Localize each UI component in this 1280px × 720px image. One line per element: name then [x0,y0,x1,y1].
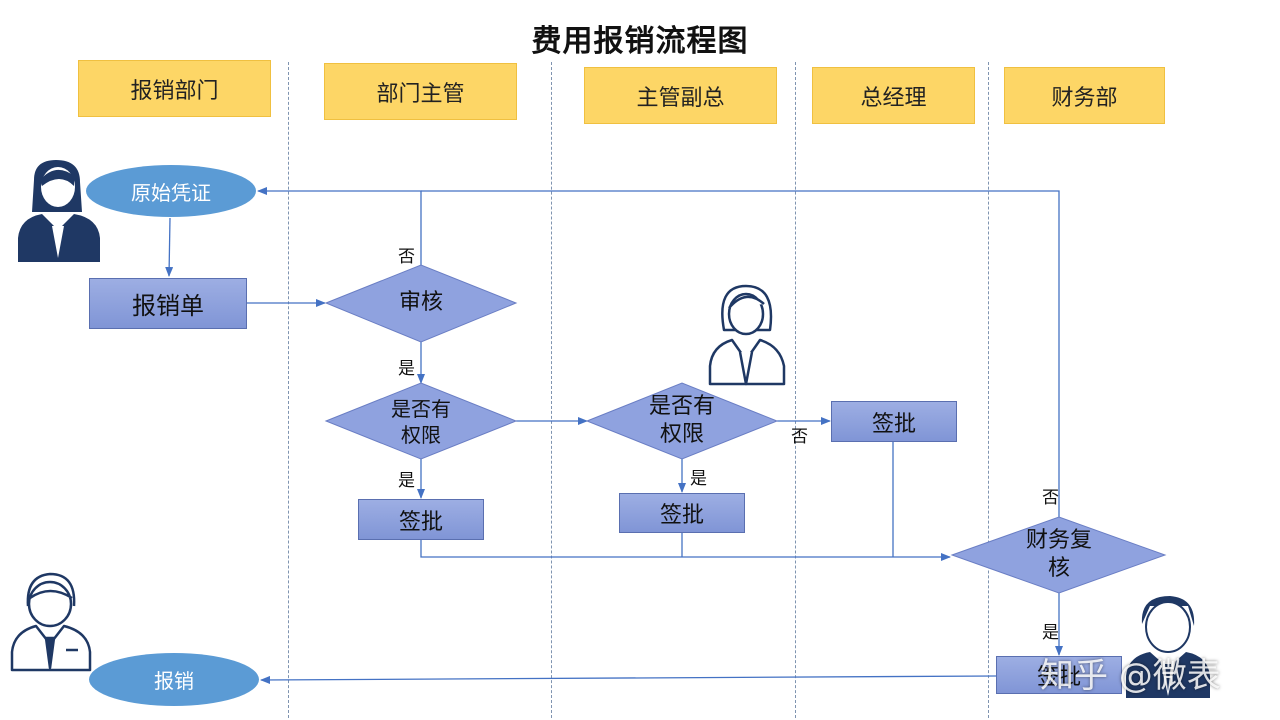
process-reimbursement-form: 报销单 [89,278,247,329]
lane-divider [551,62,552,718]
edge-label-auth2-no: 否 [791,427,808,447]
edge-finance-no-to-voucher [421,190,1060,517]
lane-header-finance: 财务部 [1004,67,1165,124]
lane-divider [288,62,289,718]
process-approve-finance: 签批 [996,656,1122,694]
decision-review-label: 审核 [398,290,443,315]
decision-finance-review-shape [950,516,1167,594]
lane-header-dept-manager: 部门主管 [324,63,517,120]
female-person-outline-icon [708,284,786,386]
lane-header-vp: 主管副总 [584,67,777,124]
edge-label-review-no: 否 [398,247,415,267]
diagram-title: 费用报销流程图 [531,24,749,59]
edge-voucher-to-form [165,217,174,277]
decision-authority-1-shape [324,382,518,460]
lane-divider [795,62,796,718]
process-approve-manager: 签批 [358,499,484,540]
decision-review-shape [324,264,518,343]
edge-label-auth2-yes: 是 [690,469,707,489]
lane-header-general-manager: 总经理 [812,67,975,124]
decision-authority-2-label: 是否有 权限 [648,394,715,447]
edge-label-finance-yes: 是 [1042,623,1059,643]
edge-label-auth1-yes: 是 [398,471,415,491]
edge-label-finance-no: 否 [1042,488,1059,508]
process-approve-vp: 签批 [619,493,745,533]
edge-finance-approve-to-reimburse [260,675,997,684]
lane-divider [988,62,989,718]
edge-approvals-to-finance [420,540,951,561]
edge-review-no-to-voucher [257,187,422,265]
watermark: 知乎 @微表 [1040,656,1221,696]
edge-label-review-yes: 是 [398,359,415,379]
lane-header-reimbursement-dept: 报销部门 [78,60,271,117]
male-person-icon [1126,596,1210,698]
decision-finance-review-label: 财务复 核 [1025,528,1092,581]
decision-authority-1-label: 是否有 权限 [391,397,451,447]
female-person-icon [18,160,100,262]
process-approve-gm: 签批 [831,401,957,442]
terminator-reimburse: 报销 [89,653,259,706]
decision-authority-2-shape [585,382,779,460]
male-person-outline-icon [10,572,92,672]
terminator-original-voucher: 原始凭证 [86,165,256,217]
